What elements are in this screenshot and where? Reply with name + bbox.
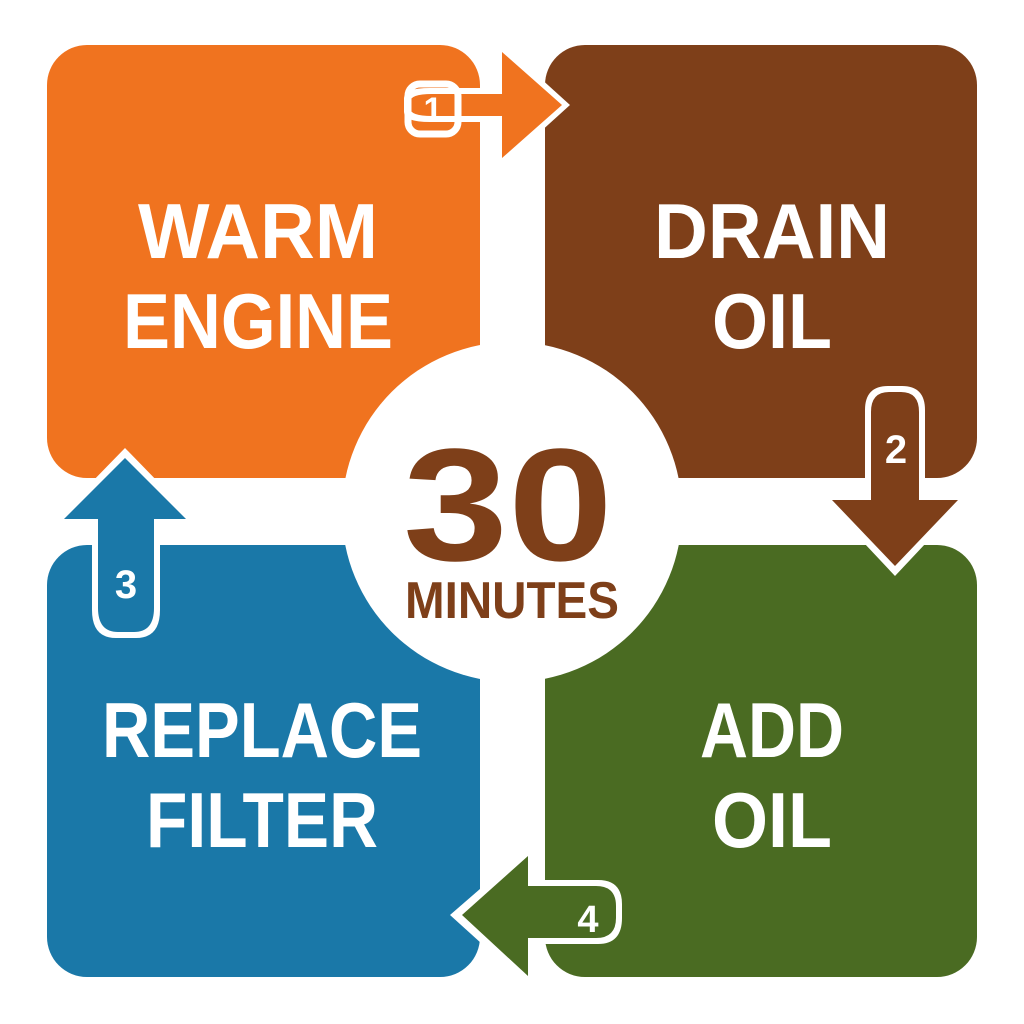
arrow-2-down-icon: 2 (818, 386, 972, 576)
duration-unit: MINUTES (405, 572, 619, 630)
panel-add-oil (545, 545, 977, 977)
step-3-line-1: REPLACE (102, 686, 422, 774)
duration-number: 30 (403, 415, 613, 594)
step-3-label: REPLACE FILTER (102, 686, 422, 864)
panel-replace-filter (47, 545, 480, 977)
step-2-line-2: OIL (712, 277, 832, 365)
step-4-number: 4 (577, 899, 598, 941)
arrow-1-right-icon: 1 (404, 38, 570, 172)
step-1-line-1: WARM (138, 187, 378, 275)
step-2-line-1: DRAIN (654, 187, 890, 275)
step-1-number: 1 (424, 91, 443, 129)
step-3-line-2: FILTER (146, 776, 378, 864)
step-2-number: 2 (885, 428, 907, 472)
arrow-4-left-icon: 4 (450, 843, 622, 990)
step-4-line-2: OIL (712, 776, 832, 864)
step-3-number: 3 (115, 563, 137, 607)
panel-warm-engine (47, 45, 480, 478)
center-circle (342, 342, 682, 682)
step-4-label: ADD OIL (700, 686, 844, 864)
step-1-line-2: ENGINE (123, 277, 393, 365)
center-duration: 30 MINUTES (403, 415, 619, 630)
step-1-label: WARM ENGINE (123, 187, 393, 365)
arrow-3-up-icon: 3 (50, 448, 200, 638)
step-2-label: DRAIN OIL (654, 187, 890, 365)
step-4-line-1: ADD (700, 686, 844, 774)
panel-drain-oil (545, 45, 977, 478)
